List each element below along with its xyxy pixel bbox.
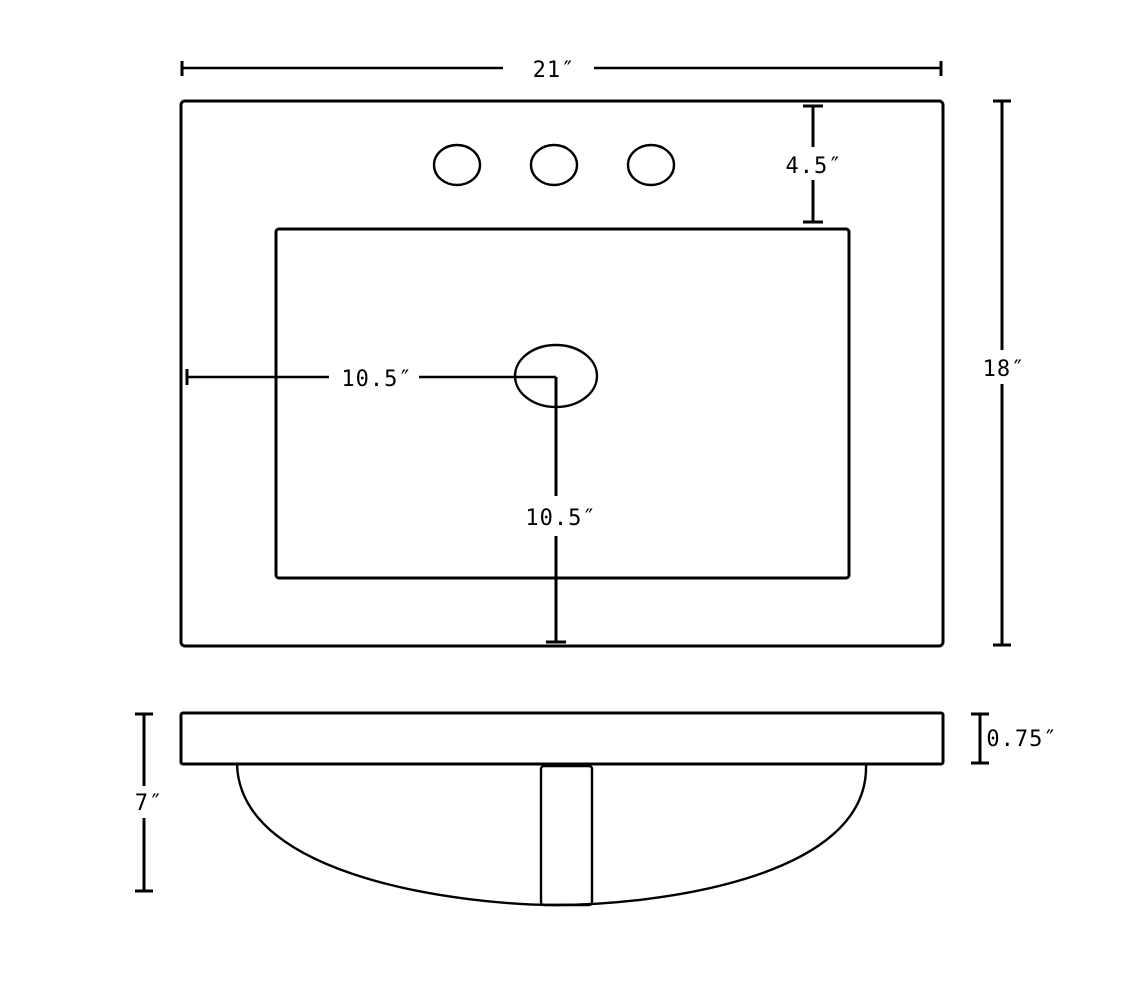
drain-front-dimension: 10.5″ [525, 377, 596, 644]
countertop-outline [179, 99, 945, 648]
faucet-offset-label: 4.5″ [786, 154, 843, 179]
depth-dimension: 18″ [978, 99, 1028, 647]
faucet-offset-dimension: 4.5″ [786, 104, 843, 224]
deck-slab [179, 711, 945, 766]
basin-outline [274, 227, 851, 580]
bowl-profile [235, 763, 868, 907]
bowl-depth-dimension: 7″ [135, 712, 164, 893]
width-label: 21″ [533, 58, 576, 83]
width-dimension: 21″ [180, 58, 943, 83]
drain-side-label: 10.5″ [341, 367, 412, 392]
drain-pipe [539, 764, 594, 907]
bowl-depth-label: 7″ [135, 791, 164, 816]
depth-label: 18″ [983, 357, 1026, 382]
top-view: 21″ 18″ 4.5″ 10.5″ [179, 58, 1028, 648]
deck-thickness-label: 0.75″ [986, 727, 1057, 752]
drain-side-dimension: 10.5″ [185, 367, 556, 392]
faucet-hole-center [529, 143, 579, 187]
faucet-hole-left [432, 143, 482, 187]
side-view: 0.75″ 7″ [135, 711, 1057, 907]
faucet-hole-right [626, 143, 676, 187]
drain-front-label: 10.5″ [525, 506, 596, 531]
deck-thickness-dimension: 0.75″ [971, 712, 1057, 765]
